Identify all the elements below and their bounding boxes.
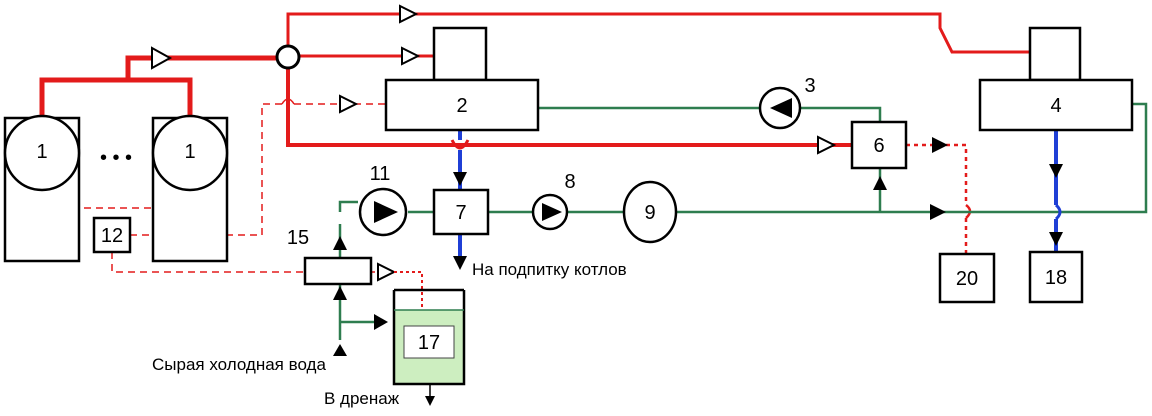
condensate-arrow-4 <box>1049 232 1063 246</box>
water-arrow-right-2 <box>930 204 946 220</box>
condensate-arrows <box>453 164 1063 270</box>
exchanger-15 <box>303 256 373 286</box>
label-box-18: 18 <box>1045 267 1067 289</box>
tank-17-walls <box>392 290 466 386</box>
drain-arrow <box>425 396 435 406</box>
water-9-to-4 <box>676 102 1148 214</box>
dashed-arrow-4 <box>377 262 397 282</box>
label-box-20: 20 <box>956 268 978 290</box>
label-pump-11: 11 <box>370 163 391 185</box>
box-18 <box>1028 250 1084 304</box>
label-pump-8: 8 <box>564 171 575 193</box>
water-arrow-up-6 <box>873 176 887 190</box>
water-11-in <box>338 200 358 212</box>
label-turbine-2: 2 <box>456 95 467 117</box>
box-12 <box>92 216 132 254</box>
steam-main-to-collector <box>125 55 278 80</box>
turbine-4-generator <box>1028 26 1082 82</box>
steam-line-to-heater-6 <box>286 68 852 147</box>
label-tank-17: 17 <box>418 332 440 354</box>
arrow-to-20 <box>932 137 948 153</box>
heater-6 <box>850 120 908 170</box>
caption-boiler-makeup: На подпитку котлов <box>472 260 627 279</box>
condensate-crossover-red <box>450 139 470 150</box>
dashed-crossover <box>281 98 295 105</box>
box-20 <box>938 252 996 304</box>
label-exchanger-15: 15 <box>287 227 309 249</box>
boiler-left <box>3 114 81 263</box>
condensate-arrow-2 <box>453 256 467 270</box>
dashed-12-to-15 <box>111 252 390 273</box>
condensate-arrow-1 <box>453 172 467 186</box>
label-dots: • • • <box>100 147 132 169</box>
tank-9 <box>622 180 678 244</box>
label-boiler-right: 1 <box>184 141 195 163</box>
label-boiler-left: 1 <box>36 141 47 163</box>
turbine-4 <box>978 78 1134 132</box>
water-lines <box>338 102 1148 340</box>
pump-3-icon <box>770 98 792 118</box>
turbine-2 <box>384 78 540 132</box>
turbine-2-generator <box>432 26 488 82</box>
condensate-crossover-blue <box>1054 203 1062 221</box>
water-arrow-right <box>374 314 388 330</box>
steam-collector <box>275 44 301 70</box>
boiler-right <box>151 114 229 263</box>
dashed-arrow-3 <box>339 94 359 114</box>
label-turbine-4: 4 <box>1050 95 1061 117</box>
pump-11-icon <box>374 201 398 223</box>
steam-lines <box>39 12 1030 147</box>
water-arrow-up-2 <box>333 286 347 300</box>
label-box-12: 12 <box>101 225 123 247</box>
water-arrow-raw <box>333 344 347 356</box>
steam-line-to-turbine-4 <box>286 12 1030 54</box>
steam-arrow-1 <box>151 46 173 70</box>
pump-8-icon <box>542 203 562 221</box>
dotted-6-to-20-upper <box>906 143 968 205</box>
condensate-arrow-3 <box>1049 164 1063 178</box>
water-arrow-up-1 <box>333 236 347 250</box>
steam-arrow-4 <box>817 135 837 155</box>
water-2-to-6 <box>538 106 882 124</box>
label-tank-9: 9 <box>644 202 655 224</box>
steam-arrow-3 <box>401 46 421 66</box>
steam-arrows <box>151 4 837 155</box>
label-box-7: 7 <box>455 202 466 224</box>
label-heater-6: 6 <box>873 135 884 157</box>
box-7 <box>432 188 490 236</box>
label-pump-3: 3 <box>804 75 815 97</box>
caption-raw-cold-water: Сырая холодная вода <box>152 355 326 374</box>
boiler-steam-header <box>39 77 193 118</box>
water-arrows <box>333 176 946 356</box>
tank-17-label-box <box>403 325 455 359</box>
steam-arrow-2 <box>399 4 419 24</box>
caption-to-drain: В дренаж <box>324 389 400 408</box>
